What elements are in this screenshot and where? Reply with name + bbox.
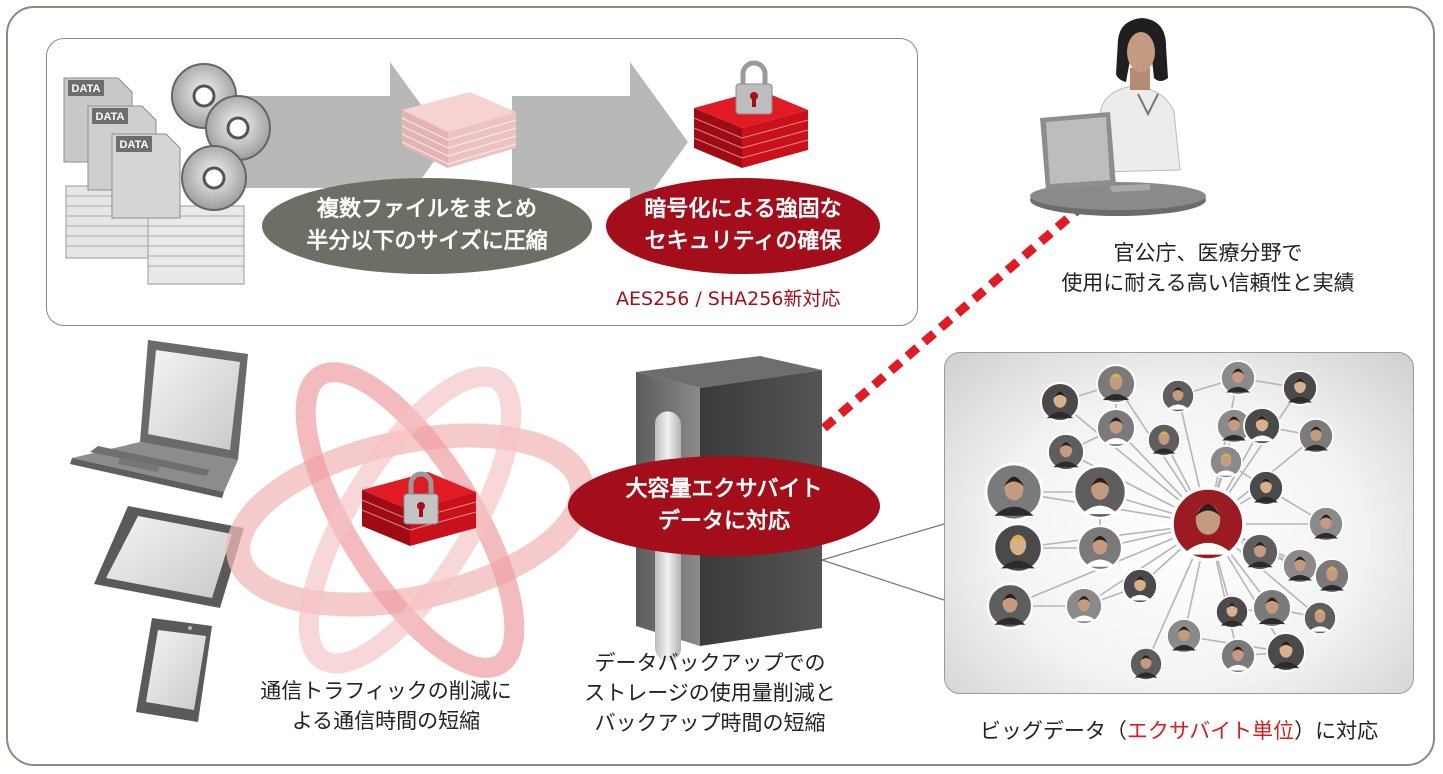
person-avatar: [1266, 632, 1306, 672]
data-orbit-graphic: [226, 362, 594, 678]
person-avatar: [1220, 638, 1256, 674]
smartphone-icon: [136, 618, 212, 722]
person-avatar: [1129, 647, 1163, 681]
tablet-icon: [94, 506, 244, 608]
person-avatar: [1282, 370, 1318, 406]
person-avatar: [1096, 408, 1136, 448]
person-avatar: [1215, 595, 1249, 629]
person-avatar: [1065, 587, 1103, 625]
svg-text:DATA: DATA: [96, 111, 125, 123]
encrypted-stack-icon: [361, 471, 477, 546]
encrypt-pill: 暗号化による強固なセキュリティの確保: [606, 178, 880, 274]
secure-connection-line: [821, 204, 1083, 432]
exabyte-highlight: エクサバイト単位: [1126, 719, 1295, 743]
central-person-avatar: [1170, 486, 1246, 562]
person-avatar: [1096, 364, 1136, 404]
person-avatar: [1072, 464, 1128, 520]
person-avatar: [1282, 548, 1318, 584]
person-avatar: [992, 522, 1044, 574]
svg-text:DATA: DATA: [72, 83, 101, 95]
lock-icon: [403, 471, 439, 525]
person-avatar: [1076, 524, 1124, 572]
government-caption: 官公庁、医療分野で使用に耐える高い信頼性と実績: [1061, 241, 1355, 295]
person-avatar: [1252, 588, 1292, 628]
person-avatar: [1303, 601, 1337, 635]
person-avatar: [1166, 618, 1202, 654]
encrypted-stack-icon: [693, 60, 809, 168]
person-avatar: [1220, 360, 1256, 396]
person-avatar: [984, 462, 1044, 522]
person-avatar: [1298, 418, 1334, 454]
callout-lines: [821, 523, 945, 601]
bigdata-caption: ビッグデータ（エクサバイト単位）に対応: [979, 719, 1379, 743]
person-avatar: [1209, 445, 1243, 479]
doctor-icon: [1030, 18, 1206, 216]
person-avatar: [1161, 379, 1195, 413]
lock-icon: [735, 60, 773, 115]
traffic-caption: 通信トラフィックの削減による通信時間の短縮: [260, 679, 512, 733]
compress-pill: 複数ファイルをまとめ半分以下のサイズに圧縮: [262, 178, 592, 274]
disc-icon: [205, 95, 271, 161]
data-file-icon: DATA: [111, 133, 181, 219]
person-avatar: [1308, 506, 1344, 542]
person-avatar: [1248, 470, 1284, 506]
storage-caption: データバックアップでのストレージの使用量削減とバックアップ時間の短縮: [584, 651, 836, 735]
arrow-encrypt: [512, 62, 688, 222]
person-avatar: [1040, 382, 1080, 422]
person-avatar: [1241, 533, 1279, 571]
svg-text:DATA: DATA: [120, 139, 149, 151]
person-avatar: [1147, 423, 1181, 457]
compressed-stack-icon: [401, 92, 517, 168]
disc-icon: [181, 145, 247, 211]
person-avatar: [1243, 407, 1281, 445]
encryption-note: AES256 / SHA256新対応: [616, 288, 841, 310]
laptop-icon: [70, 340, 248, 498]
person-avatar: [1314, 558, 1350, 594]
person-avatar: [1047, 433, 1085, 471]
person-avatar: [986, 582, 1034, 630]
person-avatar: [1122, 568, 1158, 604]
exabyte-pill: 大容量エクサバイトデータに対応: [568, 456, 880, 556]
